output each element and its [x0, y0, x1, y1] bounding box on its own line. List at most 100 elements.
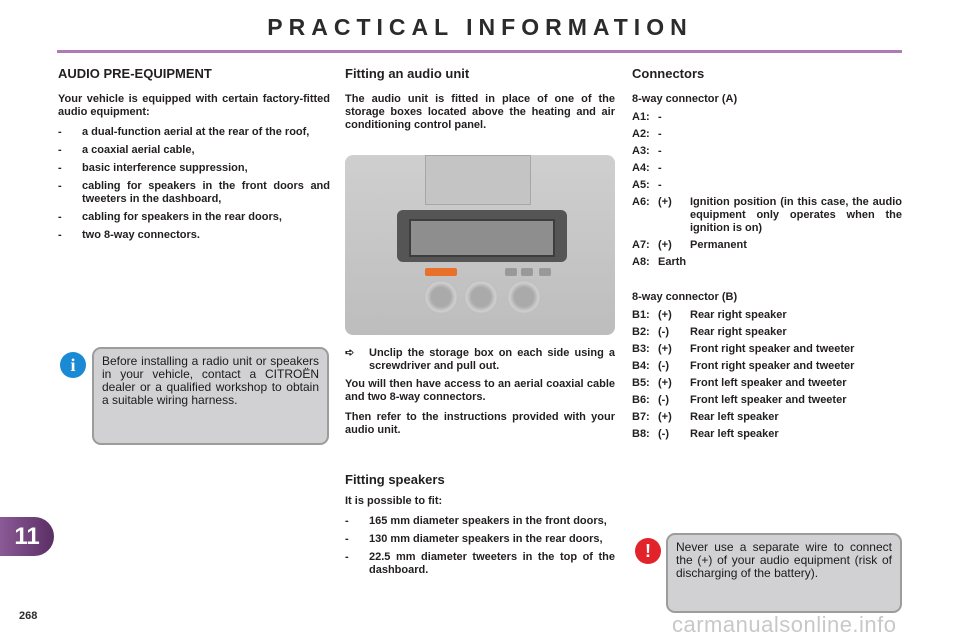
section-audio-pre-equipment: AUDIO PRE-EQUIPMENT Your vehicle is equi… — [58, 66, 330, 247]
paragraph: Then refer to the instructions provided … — [345, 411, 615, 436]
list-item: -22.5 mm diameter tweeters in the top of… — [345, 551, 615, 577]
connector-row: B5:(+)Front left speaker and tweeter — [632, 377, 902, 390]
list-item: -cabling for speakers in the rear doors, — [58, 211, 330, 224]
pin-description — [690, 145, 902, 158]
pin-label: B2: — [632, 326, 650, 338]
pin-description — [690, 128, 902, 141]
connector-row: A8: Earth — [632, 256, 902, 269]
control-button-icon — [505, 268, 517, 276]
arrow-icon: ➪ — [345, 347, 355, 359]
list-item: - a dual-function aerial at the rear of t… — [58, 126, 330, 139]
control-button-icon — [521, 268, 533, 276]
fitting-audio-unit-steps: ➪Unclip the storage box on each side usi… — [345, 347, 615, 444]
connector-a-title: 8-way connector (A) — [632, 93, 738, 105]
pin-polarity: (+) — [658, 309, 672, 321]
connector-row: A5:- — [632, 179, 902, 192]
connector-row: A2:- — [632, 128, 902, 141]
list-item: ➪Unclip the storage box on each side usi… — [345, 347, 615, 373]
connector-b-title: 8-way connector (B) — [632, 291, 738, 303]
pin-label: A5: — [632, 179, 650, 191]
list-item-text: cabling for speakers in the front doors … — [82, 180, 330, 205]
page-title: PRACTICAL INFORMATION — [267, 14, 693, 40]
pin-label: A1: — [632, 111, 650, 123]
pin-description — [690, 179, 902, 192]
pin-label: B4: — [632, 360, 650, 372]
bullet-dash: - — [58, 229, 62, 241]
hazard-button-icon — [425, 268, 457, 276]
section-title: AUDIO PRE-EQUIPMENT — [58, 66, 212, 81]
connector-row: B6: (-) Front left speaker and tweeter — [632, 394, 902, 407]
header-divider — [57, 50, 902, 53]
connector-row: A4:- — [632, 162, 902, 175]
pin-polarity: (+) — [658, 343, 672, 355]
pin-polarity: (+) — [658, 377, 672, 389]
list-item-text: 22.5 mm diameter tweeters in the top of … — [369, 551, 615, 576]
equipment-list: - a dual-function aerial at the rear of t… — [58, 126, 330, 242]
pin-description — [686, 256, 902, 269]
list-item: - basic interference suppression, — [58, 162, 330, 175]
pin-polarity: (-) — [658, 360, 669, 372]
connector-row: B3: (+) Front right speaker and tweeter — [632, 343, 902, 356]
connector-row: A1:- — [632, 111, 902, 124]
pin-polarity: (-) — [658, 394, 669, 406]
pin-label: A4: — [632, 162, 650, 174]
bullet-dash: - — [58, 126, 62, 138]
list-item-text: 130 mm diameter speakers in the rear doo… — [369, 533, 603, 545]
pin-label: B5: — [632, 377, 650, 389]
list-item: - 130 mm diameter speakers in the rear do… — [345, 533, 615, 546]
list-item: - a coaxial aerial cable, — [58, 144, 330, 157]
step-list: ➪Unclip the storage box on each side usi… — [345, 347, 615, 373]
list-item: -two 8-way connectors. — [58, 229, 330, 242]
pin-description — [690, 162, 902, 175]
bullet-dash: - — [58, 162, 62, 174]
dashboard-illustration — [345, 155, 615, 335]
bullet-dash: - — [58, 144, 62, 156]
connector-row: B7: (+) Rear left speaker — [632, 411, 902, 424]
section-connectors: Connectors 8-way connector (A) A1:- A2:-… — [632, 66, 902, 445]
info-notice: Before installing a radio unit or speake… — [92, 347, 329, 445]
pin-description: Front right speaker and tweeter — [690, 360, 855, 372]
pin-label: B1: — [632, 309, 650, 321]
pin-description: Ignition position (in this case, the aud… — [690, 196, 902, 234]
list-item-text: a coaxial aerial cable, — [82, 144, 195, 156]
pin-description: Permanent — [690, 239, 747, 251]
list-item-text: basic interference suppression, — [82, 162, 248, 174]
pin-label: B7: — [632, 411, 650, 423]
bullet-dash: - — [345, 533, 349, 545]
control-button-icon — [539, 268, 551, 276]
section-intro: The audio unit is fitted in place of one… — [345, 93, 615, 131]
connector-row: A6: (+) Ignition position (in this case, t… — [632, 196, 902, 235]
pin-polarity: - — [658, 128, 662, 140]
pin-polarity: - — [658, 111, 662, 123]
pin-polarity: - — [658, 162, 662, 174]
bullet-dash: - — [58, 211, 62, 223]
pin-description: Front left speaker and tweeter — [690, 394, 847, 406]
pin-label: A2: — [632, 128, 650, 140]
pin-label: B6: — [632, 394, 650, 406]
pin-polarity: (+) — [658, 411, 672, 423]
pin-label: A8: — [632, 256, 650, 268]
warning-icon: ! — [635, 538, 661, 564]
pin-label: B3: — [632, 343, 650, 355]
warning-notice: Never use a separate wire to connect the… — [666, 533, 902, 613]
list-item: -165 mm diameter speakers in the front d… — [345, 515, 615, 528]
connector-row: A7:(+)Permanent — [632, 239, 902, 252]
pin-description: Rear right speaker — [690, 326, 787, 338]
page-number: 268 — [19, 610, 38, 622]
pin-description: Front right speaker and tweeter — [690, 343, 855, 355]
section-fitting-speakers: Fitting speakers It is possible to fit: … — [345, 472, 615, 582]
pin-polarity: (+) — [658, 196, 672, 208]
pin-polarity: (-) — [658, 326, 669, 338]
list-item-text: a dual-function aerial at the rear of th… — [82, 126, 310, 138]
pin-label: A3: — [632, 145, 650, 157]
pin-description: Rear left speaker — [690, 411, 779, 423]
pin-polarity: (-) — [658, 428, 669, 440]
watermark: carmanualsonline.info — [672, 612, 897, 637]
temperature-knob-icon — [464, 280, 498, 314]
pin-polarity: Earth — [658, 256, 687, 268]
chapter-tab: 11 — [0, 517, 54, 556]
list-item: -cabling for speakers in the front doors… — [58, 180, 330, 206]
pin-polarity: - — [658, 179, 662, 191]
paragraph: You will then have access to an aerial c… — [345, 378, 615, 403]
pin-label: A6: — [632, 196, 650, 208]
